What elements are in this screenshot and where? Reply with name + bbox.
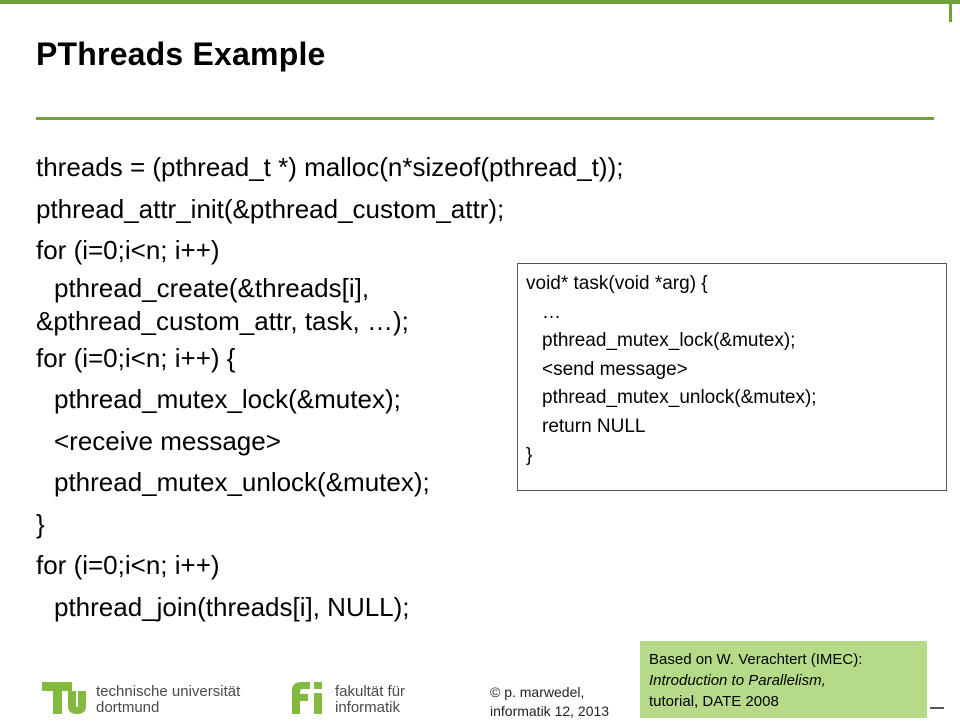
task-code-line: …	[542, 301, 561, 323]
title-divider	[36, 117, 934, 120]
fakultaet-informatik-logo-icon	[292, 682, 322, 714]
author-line: informatik 12, 2013	[490, 703, 610, 719]
code-line: for (i=0;i<n; i++)	[36, 235, 220, 265]
code-line: pthread_create(&threads[i],	[54, 272, 370, 303]
code-line: pthread_join(threads[i], NULL);	[54, 591, 410, 622]
task-function-box: void* task(void *arg) { … pthread_mutex_…	[517, 263, 947, 491]
task-code-line: void* task(void *arg) {	[526, 273, 708, 294]
credit-line: Based on W. Verachtert (IMEC):	[649, 651, 863, 668]
task-code-line: pthread_mutex_lock(&mutex);	[542, 330, 796, 352]
university-name: technische universität dortmund	[96, 684, 240, 716]
credit-line: Introduction to Parallelism,	[649, 672, 826, 689]
code-line: pthread_mutex_lock(&mutex);	[54, 384, 401, 414]
tu-dortmund-logo-icon	[42, 682, 86, 714]
faculty-line: informatik	[335, 699, 401, 716]
author-copyright: © p. marwedel, informatik 12, 2013	[490, 683, 609, 721]
university-line: dortmund	[96, 699, 160, 716]
faculty-name: fakultät für informatik	[335, 684, 405, 716]
author-line: © p. marwedel,	[490, 684, 585, 700]
code-line: <receive message>	[54, 425, 281, 456]
right-accent-mark	[949, 0, 952, 22]
university-line: technische universität	[96, 683, 241, 700]
faculty-line: fakultät für	[335, 683, 406, 700]
code-line: pthread_attr_init(&pthread_custom_attr);	[36, 193, 505, 224]
page-tick-mark	[930, 707, 944, 709]
task-code-line: pthread_mutex_unlock(&mutex);	[542, 387, 817, 409]
task-code-line: <send message>	[542, 358, 688, 380]
code-line: pthread_mutex_unlock(&mutex);	[54, 467, 430, 497]
task-code-line: }	[526, 444, 533, 466]
main-code-block: threads = (pthread_t *) malloc(n*sizeof(…	[36, 147, 624, 628]
code-line: &pthread_custom_attr, task, …);	[36, 305, 409, 336]
task-code-line: return NULL	[542, 415, 646, 437]
source-credit-box: Based on W. Verachtert (IMEC): Introduct…	[640, 641, 927, 718]
credit-line: tutorial, DATE 2008	[649, 693, 779, 710]
code-line: }	[36, 508, 45, 539]
code-line: for (i=0;i<n; i++)	[36, 550, 220, 580]
slide-title: PThreads Example	[36, 36, 326, 72]
code-line: threads = (pthread_t *) malloc(n*sizeof(…	[36, 152, 624, 182]
code-line: for (i=0;i<n; i++) {	[36, 342, 236, 373]
top-accent-bar	[0, 0, 960, 4]
